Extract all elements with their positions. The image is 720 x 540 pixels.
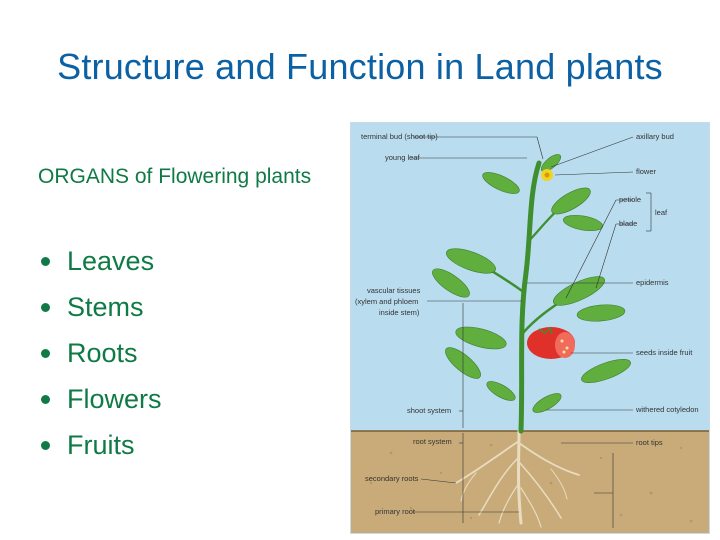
list-item-label: Flowers xyxy=(67,384,162,415)
fruit-icon xyxy=(527,327,575,359)
label-root-tips: root tips xyxy=(636,438,663,447)
plant-diagram-svg: terminal bud (shoot tip) young leaf vasc… xyxy=(351,123,709,533)
bullet-icon xyxy=(41,349,50,358)
plant-diagram: terminal bud (shoot tip) young leaf vasc… xyxy=(350,122,710,534)
list-item-label: Stems xyxy=(67,292,144,323)
list-item-label: Fruits xyxy=(67,430,135,461)
label-axillary-bud: axillary bud xyxy=(636,132,674,141)
label-root-system: root system xyxy=(413,437,452,446)
list-item: Roots xyxy=(38,330,162,376)
label-blade: blade xyxy=(619,219,637,228)
list-item: Stems xyxy=(38,284,162,330)
list-item-label: Roots xyxy=(67,338,138,369)
label-leaf: leaf xyxy=(655,208,668,217)
label-epidermis: epidermis xyxy=(636,278,669,287)
label-shoot-system: shoot system xyxy=(407,406,451,415)
flower-icon xyxy=(541,169,553,181)
label-petiole: petiole xyxy=(619,195,641,204)
label-vascular-xylem: (xylem and phloem xyxy=(355,297,418,306)
label-young-leaf: young leaf xyxy=(385,153,421,162)
label-terminal-bud: terminal bud (shoot tip) xyxy=(361,132,438,141)
bullet-icon xyxy=(41,257,50,266)
organ-list: Leaves Stems Roots Flowers Fruits xyxy=(38,238,162,468)
list-item: Flowers xyxy=(38,376,162,422)
list-item: Fruits xyxy=(38,422,162,468)
label-vascular-tissues: vascular tissues xyxy=(367,286,421,295)
label-primary-root: primary root xyxy=(375,507,416,516)
slide-subtitle: ORGANS of Flowering plants xyxy=(38,163,338,191)
label-flower: flower xyxy=(636,167,657,176)
label-withered-cotyledon: withered cotyledon xyxy=(635,405,699,414)
label-vascular-stem: inside stem) xyxy=(379,308,420,317)
list-item: Leaves xyxy=(38,238,162,284)
slide-title: Structure and Function in Land plants xyxy=(0,46,720,88)
bullet-icon xyxy=(41,441,50,450)
bullet-icon xyxy=(41,395,50,404)
bullet-icon xyxy=(41,303,50,312)
label-seeds-inside-fruit: seeds inside fruit xyxy=(636,348,693,357)
label-secondary-roots: secondary roots xyxy=(365,474,419,483)
list-item-label: Leaves xyxy=(67,246,154,277)
